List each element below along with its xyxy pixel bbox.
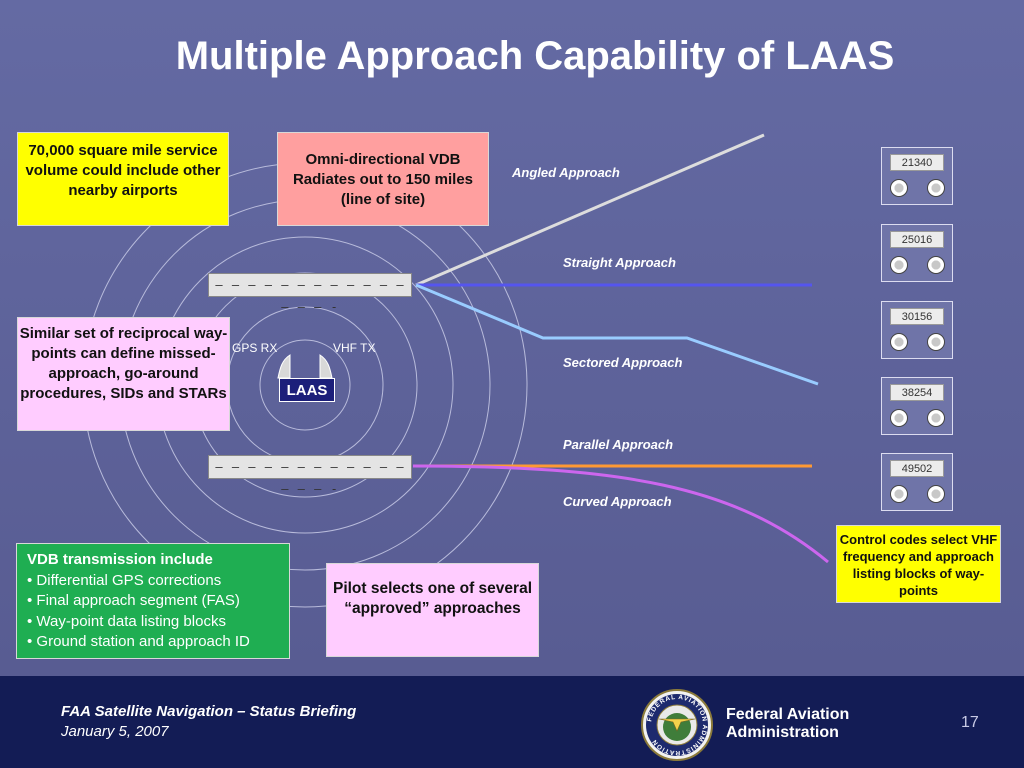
page-number: 17 bbox=[961, 714, 979, 731]
vdb-radiates-line-2: Radiates out to 150 miles bbox=[292, 171, 474, 188]
service-volume-line-4: other nearby airports bbox=[68, 162, 221, 199]
pilot-selects-callout: Pilot selects one of several “approved” … bbox=[326, 563, 539, 657]
vdb-radiates-line-1: Omni-directional VDB bbox=[305, 151, 461, 168]
knob-icon[interactable] bbox=[890, 485, 908, 503]
knob-icon[interactable] bbox=[927, 409, 945, 427]
pilot-line-3: “approved” approaches bbox=[344, 600, 521, 617]
slide-title: Multiple Approach Capability of LAAS bbox=[175, 34, 895, 78]
curved-approach-label: Curved Approach bbox=[563, 494, 672, 509]
range-ring-1 bbox=[259, 339, 351, 431]
pilot-line-1: Pilot selects one bbox=[332, 580, 456, 597]
gps-rx-label: GPS RX bbox=[232, 341, 278, 355]
control-panel-1: 21340 bbox=[881, 147, 953, 205]
angled-approach-label: Angled Approach bbox=[512, 165, 620, 180]
sectored-approach-label: Sectored Approach bbox=[563, 355, 683, 370]
footer-date: January 5, 2007 bbox=[61, 723, 169, 740]
control-panel-2: 25016 bbox=[881, 224, 953, 282]
control-codes-line-3: approach listing bbox=[852, 549, 994, 581]
service-volume-line-2: service volume bbox=[25, 142, 218, 179]
vdb-transmission-heading: VDB transmission include bbox=[27, 551, 213, 568]
reciprocal-line-3: missed-approach, bbox=[48, 345, 216, 382]
vdb-transmission-box: VDB transmission include Differential GP… bbox=[16, 543, 290, 659]
knob-icon[interactable] bbox=[890, 179, 908, 197]
control-code-display: 25016 bbox=[890, 231, 944, 248]
sectored-approach-path bbox=[415, 283, 819, 386]
service-volume-line-3: could include bbox=[82, 162, 179, 179]
footer-agency-line-2: Administration bbox=[726, 724, 839, 741]
knob-icon[interactable] bbox=[927, 256, 945, 274]
parallel-approach-label: Parallel Approach bbox=[563, 437, 674, 452]
vdb-transmission-list: Differential GPS corrections Final appro… bbox=[27, 571, 279, 653]
vhf-antenna-icon bbox=[319, 354, 333, 379]
footer-briefing-title: FAA Satellite Navigation – Status Briefi… bbox=[61, 703, 357, 720]
knob-icon[interactable] bbox=[890, 333, 908, 351]
reciprocal-line-4: go-around procedures, bbox=[20, 365, 199, 402]
control-panel-3: 30156 bbox=[881, 301, 953, 359]
vdb-item-ground-station: Ground station and approach ID bbox=[27, 632, 279, 653]
vdb-item-final-approach: Final approach segment (FAS) bbox=[27, 591, 279, 612]
knob-icon[interactable] bbox=[927, 333, 945, 351]
runway-lower: – – – – – – – – – – – – – – – - bbox=[208, 455, 412, 496]
straight-approach-label: Straight Approach bbox=[563, 255, 676, 270]
laas-station: LAAS bbox=[279, 378, 335, 402]
knob-icon[interactable] bbox=[890, 409, 908, 427]
runway-upper: – – – – – – – – – – – – – – – - bbox=[208, 273, 412, 314]
control-panel-4: 38254 bbox=[881, 377, 953, 435]
curved-approach-path bbox=[412, 464, 829, 564]
control-code-display: 38254 bbox=[890, 384, 944, 401]
knob-icon[interactable] bbox=[927, 485, 945, 503]
angled-approach-path bbox=[415, 133, 765, 287]
control-codes-line-2: VHF frequency and bbox=[843, 532, 998, 564]
slide-footer bbox=[0, 676, 1024, 768]
reciprocal-line-2: way-points can define bbox=[31, 325, 228, 362]
control-codes-callout: Control codes select VHF frequency and a… bbox=[836, 525, 1001, 603]
knob-icon[interactable] bbox=[927, 179, 945, 197]
pilot-line-2: of several bbox=[459, 580, 533, 597]
vdb-item-differential-gps: Differential GPS corrections bbox=[27, 571, 279, 592]
faa-seal-icon: FEDERAL AVIATION ADMINISTRATION bbox=[641, 689, 713, 761]
control-codes-line-1: Control codes select bbox=[839, 532, 968, 547]
service-volume-callout: 70,000 square mile service volume could … bbox=[17, 132, 229, 226]
control-panel-5: 49502 bbox=[881, 453, 953, 511]
knob-icon[interactable] bbox=[890, 256, 908, 274]
reciprocal-line-5: SIDs and STARs bbox=[110, 385, 227, 402]
vhf-tx-label: VHF TX bbox=[333, 341, 376, 355]
vdb-item-waypoint-data: Way-point data listing blocks bbox=[27, 612, 279, 633]
control-code-display: 21340 bbox=[890, 154, 944, 171]
reciprocal-line-1: Similar set of reciprocal bbox=[19, 325, 190, 342]
service-volume-line-1: 70,000 square mile bbox=[28, 142, 162, 159]
control-codes-line-4: blocks of way-points bbox=[894, 566, 985, 598]
reciprocal-waypoints-callout: Similar set of reciprocal way-points can… bbox=[17, 317, 230, 431]
control-code-display: 30156 bbox=[890, 308, 944, 325]
vdb-radiates-line-3: (line of site) bbox=[340, 191, 426, 208]
control-code-display: 49502 bbox=[890, 460, 944, 477]
vdb-radiates-callout: Omni-directional VDB Radiates out to 150… bbox=[277, 132, 489, 226]
gps-antenna-icon bbox=[277, 354, 291, 379]
footer-agency-line-1: Federal Aviation bbox=[726, 706, 850, 723]
